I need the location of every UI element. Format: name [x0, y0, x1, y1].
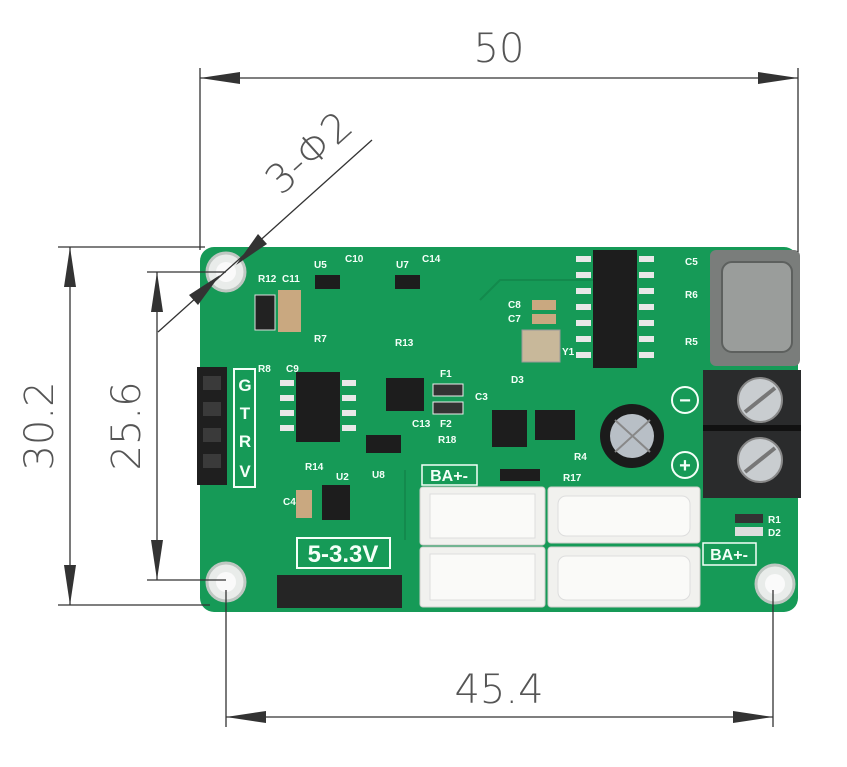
label-r18: R18 — [438, 435, 457, 446]
label-r6: R6 — [685, 290, 698, 301]
diode-d1 — [500, 469, 540, 481]
mounting-hole — [754, 563, 796, 605]
ic-sop16 — [576, 250, 654, 368]
polarity-minus-marker: − — [671, 386, 699, 414]
chip-u7 — [395, 275, 420, 289]
capacitor-c7 — [532, 314, 556, 324]
regulator-voltage-label: 5-3.3V — [296, 537, 391, 569]
svg-text:50: 50 — [474, 26, 525, 72]
label-c11: C11 — [282, 274, 300, 285]
polarity-plus-marker: + — [671, 451, 699, 479]
pin-header — [197, 367, 227, 485]
led-d2 — [735, 527, 763, 536]
jst-connector — [547, 486, 701, 544]
dimension-hole-spacing-vertical: 25.6 — [104, 271, 226, 581]
svg-text:5-3.3V: 5-3.3V — [308, 541, 379, 568]
dimension-height: 30.2 — [17, 246, 210, 606]
crystal-y1 — [521, 329, 561, 363]
label-d2: D2 — [768, 528, 781, 539]
label-r12: R12 — [258, 274, 277, 285]
regulator-u2 — [322, 485, 350, 520]
screw-terminal-block — [703, 370, 801, 498]
label-r5: R5 — [685, 337, 698, 348]
electrolytic-capacitor — [600, 404, 664, 468]
label-c8: C8 — [508, 300, 521, 311]
label-c10: C10 — [345, 254, 364, 265]
label-c3: C3 — [475, 392, 488, 403]
ic-sop8 — [280, 372, 356, 442]
chip-u8 — [366, 435, 401, 453]
dimension-width: 50 — [199, 26, 799, 252]
label-c4: C4 — [283, 497, 296, 508]
svg-text:30.2: 30.2 — [17, 381, 63, 470]
jst-connector — [419, 546, 546, 608]
header-label-g: G — [238, 376, 251, 395]
svg-text:BA+-: BA+- — [710, 547, 748, 564]
label-r1: R1 — [768, 515, 781, 526]
battery-label-top: BA+- — [421, 464, 478, 486]
header-label-box: G T R V — [233, 368, 256, 488]
resistor-r12 — [254, 294, 276, 331]
label-r4: R4 — [574, 452, 587, 463]
mosfet — [386, 378, 424, 411]
header-label-t: T — [240, 404, 251, 423]
chip-u5 — [315, 275, 340, 289]
svg-text:−: − — [679, 390, 691, 412]
label-r17: R17 — [563, 473, 582, 484]
svg-text:25.6: 25.6 — [104, 381, 150, 470]
label-c7: C7 — [508, 314, 521, 325]
header-label-r: R — [239, 432, 251, 451]
label-u2: U2 — [336, 472, 349, 483]
label-c9: C9 — [286, 364, 299, 375]
label-f2: F2 — [440, 419, 452, 430]
label-c13: C13 — [412, 419, 431, 430]
label-r13: R13 — [395, 338, 414, 349]
capacitor-c11 — [278, 290, 301, 332]
black-component-block — [277, 575, 402, 608]
inductor — [492, 410, 527, 447]
label-f1: F1 — [440, 369, 452, 380]
label-r14: R14 — [305, 462, 324, 473]
fuse-f1 — [432, 383, 464, 397]
usb-c-port — [710, 250, 800, 366]
battery-label-bottom: BA+- — [702, 542, 757, 566]
label-u5: U5 — [314, 260, 327, 271]
jst-connector — [547, 546, 701, 608]
label-y1: Y1 — [562, 347, 575, 358]
label-c14: C14 — [422, 254, 441, 265]
fuse-f2 — [432, 401, 464, 415]
svg-text:3-Φ2: 3-Φ2 — [257, 103, 362, 204]
jst-connector — [419, 486, 546, 546]
capacitor-c8 — [532, 300, 556, 310]
label-c5: C5 — [685, 257, 698, 268]
chip-u4 — [535, 410, 575, 440]
label-d3: D3 — [511, 375, 524, 386]
label-u8: U8 — [372, 470, 385, 481]
header-label-v: V — [239, 462, 251, 481]
label-r7: R7 — [314, 334, 327, 345]
capacitor-c4 — [296, 490, 312, 518]
svg-text:45.4: 45.4 — [454, 667, 543, 713]
label-u7: U7 — [396, 260, 409, 271]
label-r8: R8 — [258, 364, 271, 375]
resistor-r1 — [735, 514, 763, 523]
svg-text:BA+-: BA+- — [430, 468, 468, 485]
svg-text:+: + — [679, 455, 691, 477]
dimension-hole-spacing-horizontal: 45.4 — [225, 590, 774, 727]
